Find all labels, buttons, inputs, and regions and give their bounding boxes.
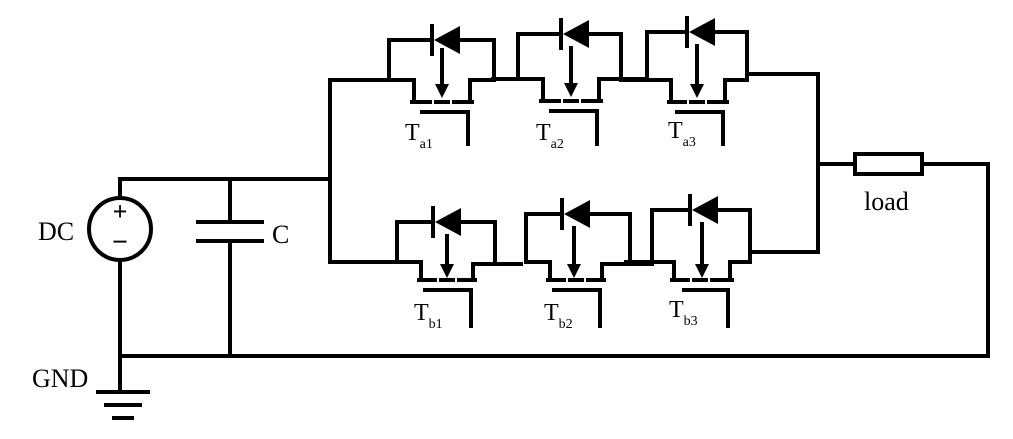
ground-label: GND bbox=[32, 364, 88, 393]
load-label: load bbox=[864, 187, 909, 216]
load-body bbox=[853, 152, 924, 176]
body-arrow bbox=[564, 83, 578, 97]
diode-left-lead bbox=[387, 38, 434, 81]
ground-symbol: GND bbox=[32, 364, 150, 420]
body-arrow bbox=[435, 84, 449, 98]
body-arrow bbox=[567, 264, 581, 278]
switch-ta3 bbox=[619, 16, 783, 146]
switch-tb3 bbox=[624, 194, 783, 328]
switch-label-tb3: Tb3 bbox=[669, 297, 698, 329]
diode-triangle bbox=[692, 196, 718, 224]
switch-label-ta2: Ta2 bbox=[536, 120, 564, 152]
capacitor: C bbox=[196, 220, 289, 249]
switch-ta1 bbox=[328, 24, 496, 146]
switch-label-ta3: Ta3 bbox=[668, 118, 696, 150]
switch-ta2 bbox=[491, 18, 623, 146]
load-resistor: load bbox=[853, 152, 924, 216]
source-label: DC bbox=[38, 217, 74, 246]
return-wire bbox=[118, 162, 990, 358]
body-arrow bbox=[690, 84, 704, 98]
diode-triangle bbox=[435, 208, 461, 236]
body-arrow bbox=[440, 264, 454, 278]
switch-tb1 bbox=[328, 206, 523, 328]
body-arrow bbox=[695, 264, 709, 278]
switch-tb2 bbox=[524, 198, 654, 328]
source-minus-sign: − bbox=[112, 227, 128, 258]
diode-triangle bbox=[564, 200, 590, 228]
switch-labels: Ta1 Ta2 Ta3 Tb1 Tb2 Tb3 bbox=[405, 118, 698, 332]
diode-triangle bbox=[689, 18, 715, 46]
positive-rail-wire bbox=[118, 177, 332, 200]
diode-right-lead bbox=[458, 38, 496, 81]
switch-label-ta1: Ta1 bbox=[405, 120, 433, 152]
dc-source: + − DC bbox=[38, 196, 153, 262]
capacitor-label: C bbox=[272, 220, 289, 249]
wires bbox=[118, 72, 990, 392]
diode-triangle bbox=[434, 26, 460, 54]
switch-label-tb1: Tb1 bbox=[414, 300, 443, 332]
dc-source-circle bbox=[87, 196, 153, 262]
diode-triangle bbox=[563, 20, 589, 48]
source-lead bbox=[468, 78, 496, 104]
drain-lead bbox=[387, 78, 416, 104]
right-bank-node bbox=[779, 72, 820, 254]
source-plus-sign: + bbox=[113, 197, 128, 226]
switch-label-tb2: Tb2 bbox=[544, 300, 573, 332]
